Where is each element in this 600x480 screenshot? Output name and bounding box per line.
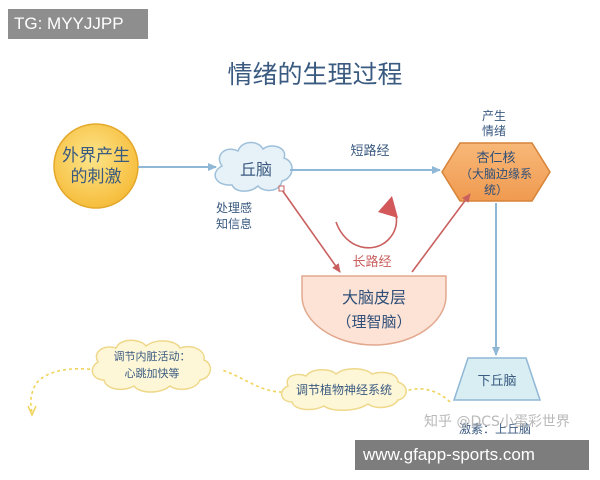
thalamus-label: 丘脑 [240,160,272,179]
visceral-to-body-curve [30,367,97,413]
visceral-label-line1: 调节内脏活动： [114,349,191,363]
diagram-title: 情绪的生理过程 [227,60,402,89]
hypothalamus-node: 下丘脑 [452,357,542,401]
amygdala-top-line1: 产生 [482,109,506,123]
stimulus-label-line2: 的刺激 [71,167,122,187]
thalamus-node: 丘脑 [214,141,293,192]
curved-arrow-head-icon [378,196,398,218]
watermark-text: 知乎 @DCS小蛋彩世界 [424,414,570,430]
nervous-label: 调节植物神经系统 [296,382,392,397]
amygdala-label-line1: 杏仁核 [476,151,515,166]
amygdala-top-line2: 情绪 [482,124,506,138]
cortex-label-line1: 大脑皮层 [342,288,406,307]
visceral-node: 调节内脏活动： 心跳加快等 [91,339,212,393]
hypothalamus-label: 下丘脑 [477,374,516,389]
amygdala-node: 杏仁核 （大脑边缘系 统） [441,142,551,202]
long-path-arrow-up [411,193,471,273]
cortex-label-line2: （理智脑） [336,313,411,331]
nervous-system-curve [403,388,451,403]
hormones-label: 激素：上丘脑 [459,422,531,436]
thalamus-note-line1: 处理感 [216,200,252,215]
nervous-node: 调节植物神经系统 [280,368,407,411]
amygdala-label-line2: （大脑边缘系 [460,167,532,181]
cortex-node: 大脑皮层 （理智脑） [301,275,447,346]
stimulus-label-line1: 外界产生 [62,146,130,166]
visceral-label-line2: 心跳加快等 [125,366,180,380]
long-path-label: 长路经 [352,254,391,270]
thalamus-note-line2: 知信息 [216,216,252,231]
stimulus-node: 外界产生 的刺激 [53,123,139,209]
nervous-to-visceral-curve [221,369,289,393]
long-path-arrow-down [281,189,341,273]
amygdala-label-line3: 统） [484,183,508,197]
site-url-banner: www.gfapp-sports.com [355,440,589,470]
short-path-label: 短路经 [350,143,389,159]
tg-tag: TG: MYYJJPP [8,9,148,39]
